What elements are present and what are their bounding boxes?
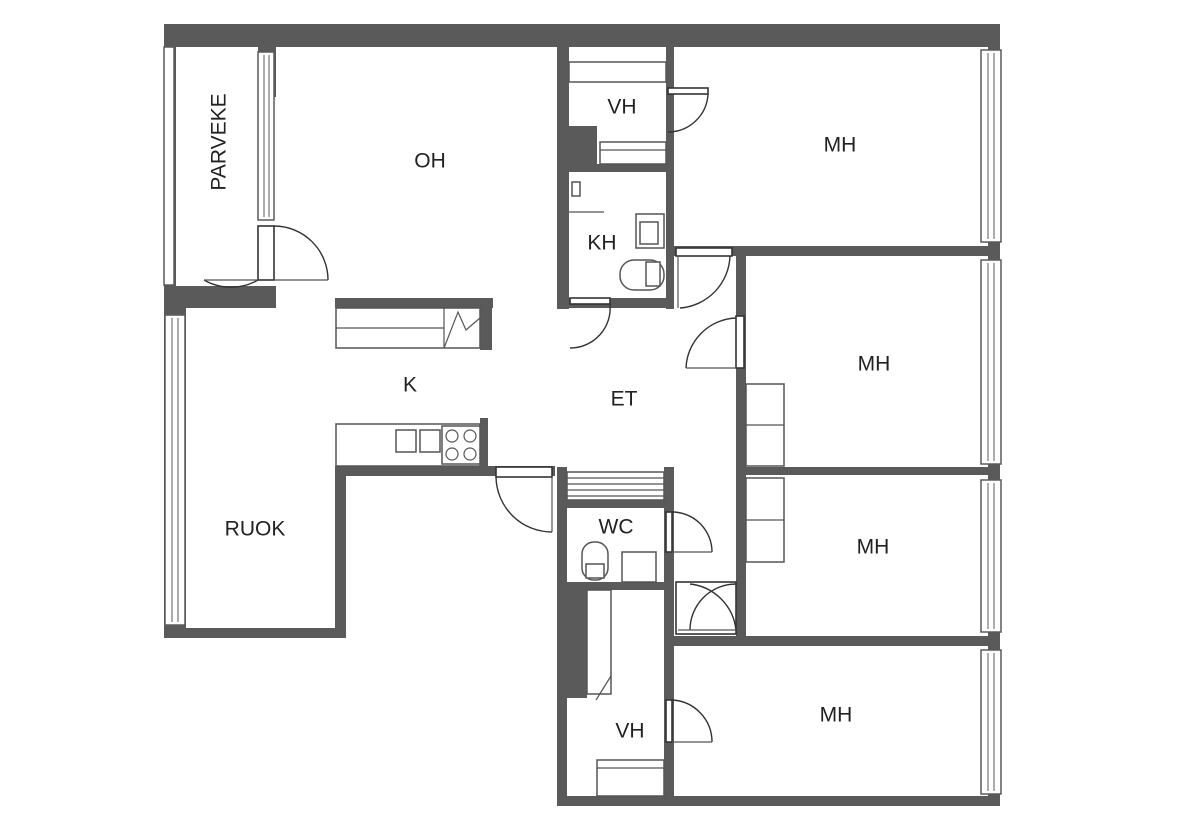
fixtures bbox=[335, 61, 785, 797]
room-label-vh-bottom: VH bbox=[615, 720, 644, 743]
room-label-oh: OH bbox=[414, 150, 446, 173]
room-label-mh-4: MH bbox=[820, 704, 853, 727]
room-label-et: ET bbox=[611, 388, 638, 411]
room-label-ruok: RUOK bbox=[225, 518, 286, 541]
room-label-wc: WC bbox=[599, 516, 634, 539]
room-label-mh-3: MH bbox=[857, 536, 890, 559]
room-label-vh-top: VH bbox=[607, 96, 636, 119]
windows bbox=[163, 46, 1002, 795]
walls bbox=[164, 24, 1000, 806]
doors bbox=[203, 87, 745, 743]
room-label-kh: KH bbox=[587, 232, 616, 255]
room-label-k: K bbox=[403, 374, 417, 397]
room-label-parveke: PARVEKE bbox=[208, 93, 231, 190]
room-labels: PARVEKE OH VH MH KH K ET MH RUOK WC MH V… bbox=[208, 93, 891, 742]
room-label-mh-1: MH bbox=[824, 134, 857, 157]
room-label-mh-2: MH bbox=[858, 353, 891, 376]
